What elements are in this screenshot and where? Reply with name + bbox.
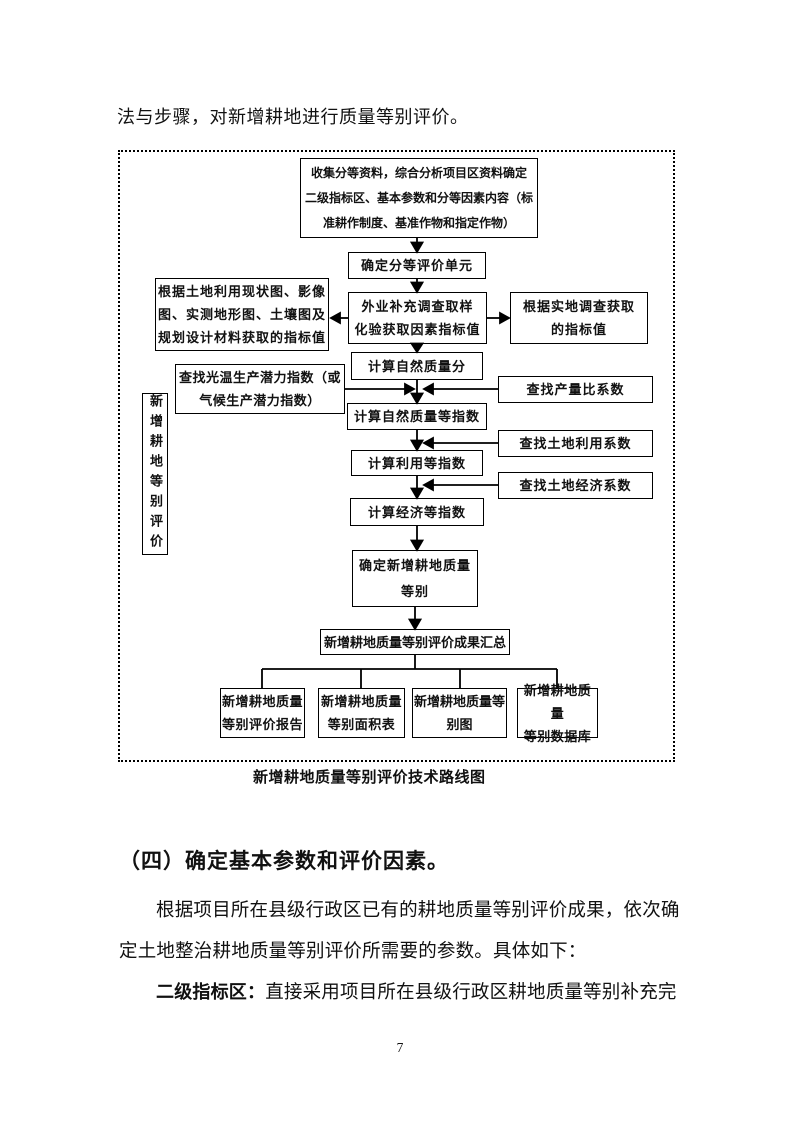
body-paragraph2: 二级指标区：直接采用项目所在县级行政区耕地质量等别补充完 — [156, 978, 677, 1004]
flowchart-caption: 新增耕地质量等别评价技术路线图 — [253, 769, 486, 786]
flow-node-unit: 确定分等评价单元 — [348, 252, 486, 279]
flow-node-land-use-coef: 查找土地利用系数 — [498, 430, 653, 457]
intro-paragraph: 法与步骤，对新增耕地进行质量等别评价。 — [117, 107, 469, 127]
flow-node-collect: 收集分等资料，综合分析项目区资料确定 二级指标区、基本参数和分等因素内容（标 准… — [300, 158, 538, 238]
body-paragraph-line1: 根据项目所在县级行政区已有的耕地质量等别评价成果，依次确 — [156, 901, 680, 921]
paragraph2-text: 直接采用项目所在县级行政区耕地质量等别补充完 — [265, 983, 677, 1003]
section-heading: （四）确定基本参数和评价因素。 — [119, 850, 449, 873]
flow-node-summary: 新增耕地质量等别评价成果汇总 — [320, 629, 510, 655]
flow-node-grade-map: 新增耕地质量等 别图 — [412, 688, 507, 738]
flowchart-side-label: 新增耕地等别评价 — [142, 393, 168, 555]
paragraph2-lead: 二级指标区： — [156, 982, 266, 1002]
flow-node-land-econ-coef: 查找土地经济系数 — [498, 472, 653, 499]
page-number: 7 — [396, 1040, 404, 1055]
flow-node-database: 新增耕地质量 等别数据库 — [517, 683, 598, 744]
flow-node-field-sampling: 外业补充调查取样 化验获取因素指标值 — [348, 292, 487, 344]
flow-node-determine-grade: 确定新增耕地质量 等别 — [352, 550, 478, 607]
flow-node-econ-index: 计算经济等指数 — [350, 498, 484, 526]
body-paragraph-line2: 定土地整治耕地质量等别评价所需要的参数。具体如下： — [119, 942, 587, 962]
flow-node-area-table: 新增耕地质量 等别面积表 — [318, 688, 405, 738]
flow-node-yield-ratio-coef: 查找产量比系数 — [498, 376, 653, 403]
flow-node-materials: 根据土地利用现状图、影像 图、实测地形图、土壤图及 规划设计材料获取的指标值 — [155, 278, 329, 351]
flow-node-natural-quality-score: 计算自然质量分 — [351, 352, 483, 380]
flowchart-frame — [118, 150, 675, 762]
flow-node-survey-values: 根据实地调查获取 的指标值 — [510, 292, 648, 344]
flow-node-potential-index: 查找光温生产潜力指数（或 气候生产潜力指数） — [175, 364, 345, 414]
flow-node-report: 新增耕地质量 等别评价报告 — [220, 688, 305, 738]
flow-node-natural-quality-index: 计算自然质量等指数 — [347, 403, 487, 430]
flow-node-use-index: 计算利用等指数 — [351, 450, 483, 476]
